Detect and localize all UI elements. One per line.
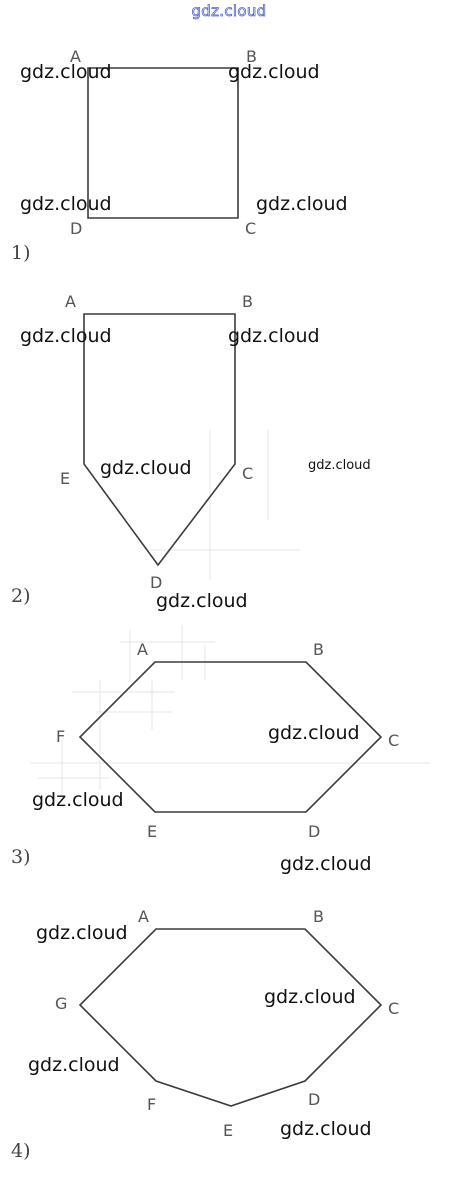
watermark: gdz.cloud	[28, 1054, 120, 1076]
figure-4: A B C D E F G 4) gdz.cloud gdz.cloud gdz…	[0, 890, 458, 1184]
heptagon-abcdefg	[78, 928, 383, 1107]
watermark: gdz.cloud	[228, 325, 320, 347]
watermark: gdz.cloud	[264, 986, 356, 1008]
pentagon-abcde	[83, 313, 236, 567]
vertex-d-label: D	[308, 1090, 321, 1109]
watermark: gdz.cloud	[36, 922, 128, 944]
watermark: gdz.cloud	[32, 789, 124, 811]
header-watermark: gdz.cloud	[191, 2, 267, 21]
figure-number: 2)	[11, 585, 31, 607]
vertex-c-label: C	[388, 999, 400, 1018]
watermark: gdz.cloud	[280, 853, 372, 875]
vertex-e-label: E	[223, 1121, 234, 1140]
watermark: gdz.cloud	[308, 458, 371, 473]
vertex-b-label: B	[246, 47, 257, 66]
figure-3: A B C D E F 3) gdz.cloud gdz.cloud gdz.c…	[0, 620, 458, 890]
square-abcd	[87, 67, 239, 219]
figure-1-drawing	[87, 67, 239, 219]
vertex-e-label: E	[60, 469, 71, 488]
watermark: gdz.cloud	[100, 457, 192, 479]
vertex-a-label: A	[70, 47, 81, 66]
vertex-a-label: A	[138, 907, 149, 926]
vertex-a-label: A	[65, 292, 76, 311]
vertex-b-label: B	[313, 907, 324, 926]
figure-2: A B C D E 2) gdz.cloud gdz.cloud gdz.clo…	[0, 280, 458, 620]
figure-number: 4)	[11, 1140, 31, 1162]
figure-2-drawing	[83, 313, 300, 580]
vertex-c-label: C	[388, 731, 400, 750]
vertex-d-label: D	[150, 573, 163, 592]
vertex-c-label: C	[242, 464, 254, 483]
watermark: gdz.cloud	[156, 590, 248, 612]
vertex-a-label: A	[137, 640, 148, 659]
watermark: gdz.cloud	[228, 61, 320, 83]
figure-number: 3)	[11, 846, 31, 868]
figure-4-drawing	[78, 928, 383, 1107]
watermark: gdz.cloud	[20, 61, 112, 83]
watermark: gdz.cloud	[20, 193, 112, 215]
grid-paper	[30, 625, 430, 795]
vertex-g-label: G	[55, 994, 68, 1013]
vertex-f-label: F	[56, 727, 66, 746]
vertex-c-label: C	[245, 219, 257, 238]
vertex-d-label: D	[308, 822, 321, 841]
watermark: gdz.cloud	[268, 722, 360, 744]
watermark: gdz.cloud	[256, 193, 348, 215]
figure-3-drawing	[30, 625, 430, 813]
watermark: gdz.cloud	[280, 1118, 372, 1140]
vertex-b-label: B	[313, 640, 324, 659]
figure-number: 1)	[11, 242, 31, 264]
vertex-b-label: B	[242, 292, 253, 311]
vertex-f-label: F	[147, 1095, 157, 1114]
vertex-d-label: D	[70, 219, 83, 238]
vertex-e-label: E	[147, 822, 158, 841]
watermark: gdz.cloud	[20, 325, 112, 347]
hexagon-abcdef	[78, 661, 383, 813]
grid-paper	[150, 430, 300, 580]
figure-1: A B C D 1) gdz.cloud gdz.cloud gdz.cloud…	[0, 0, 458, 280]
